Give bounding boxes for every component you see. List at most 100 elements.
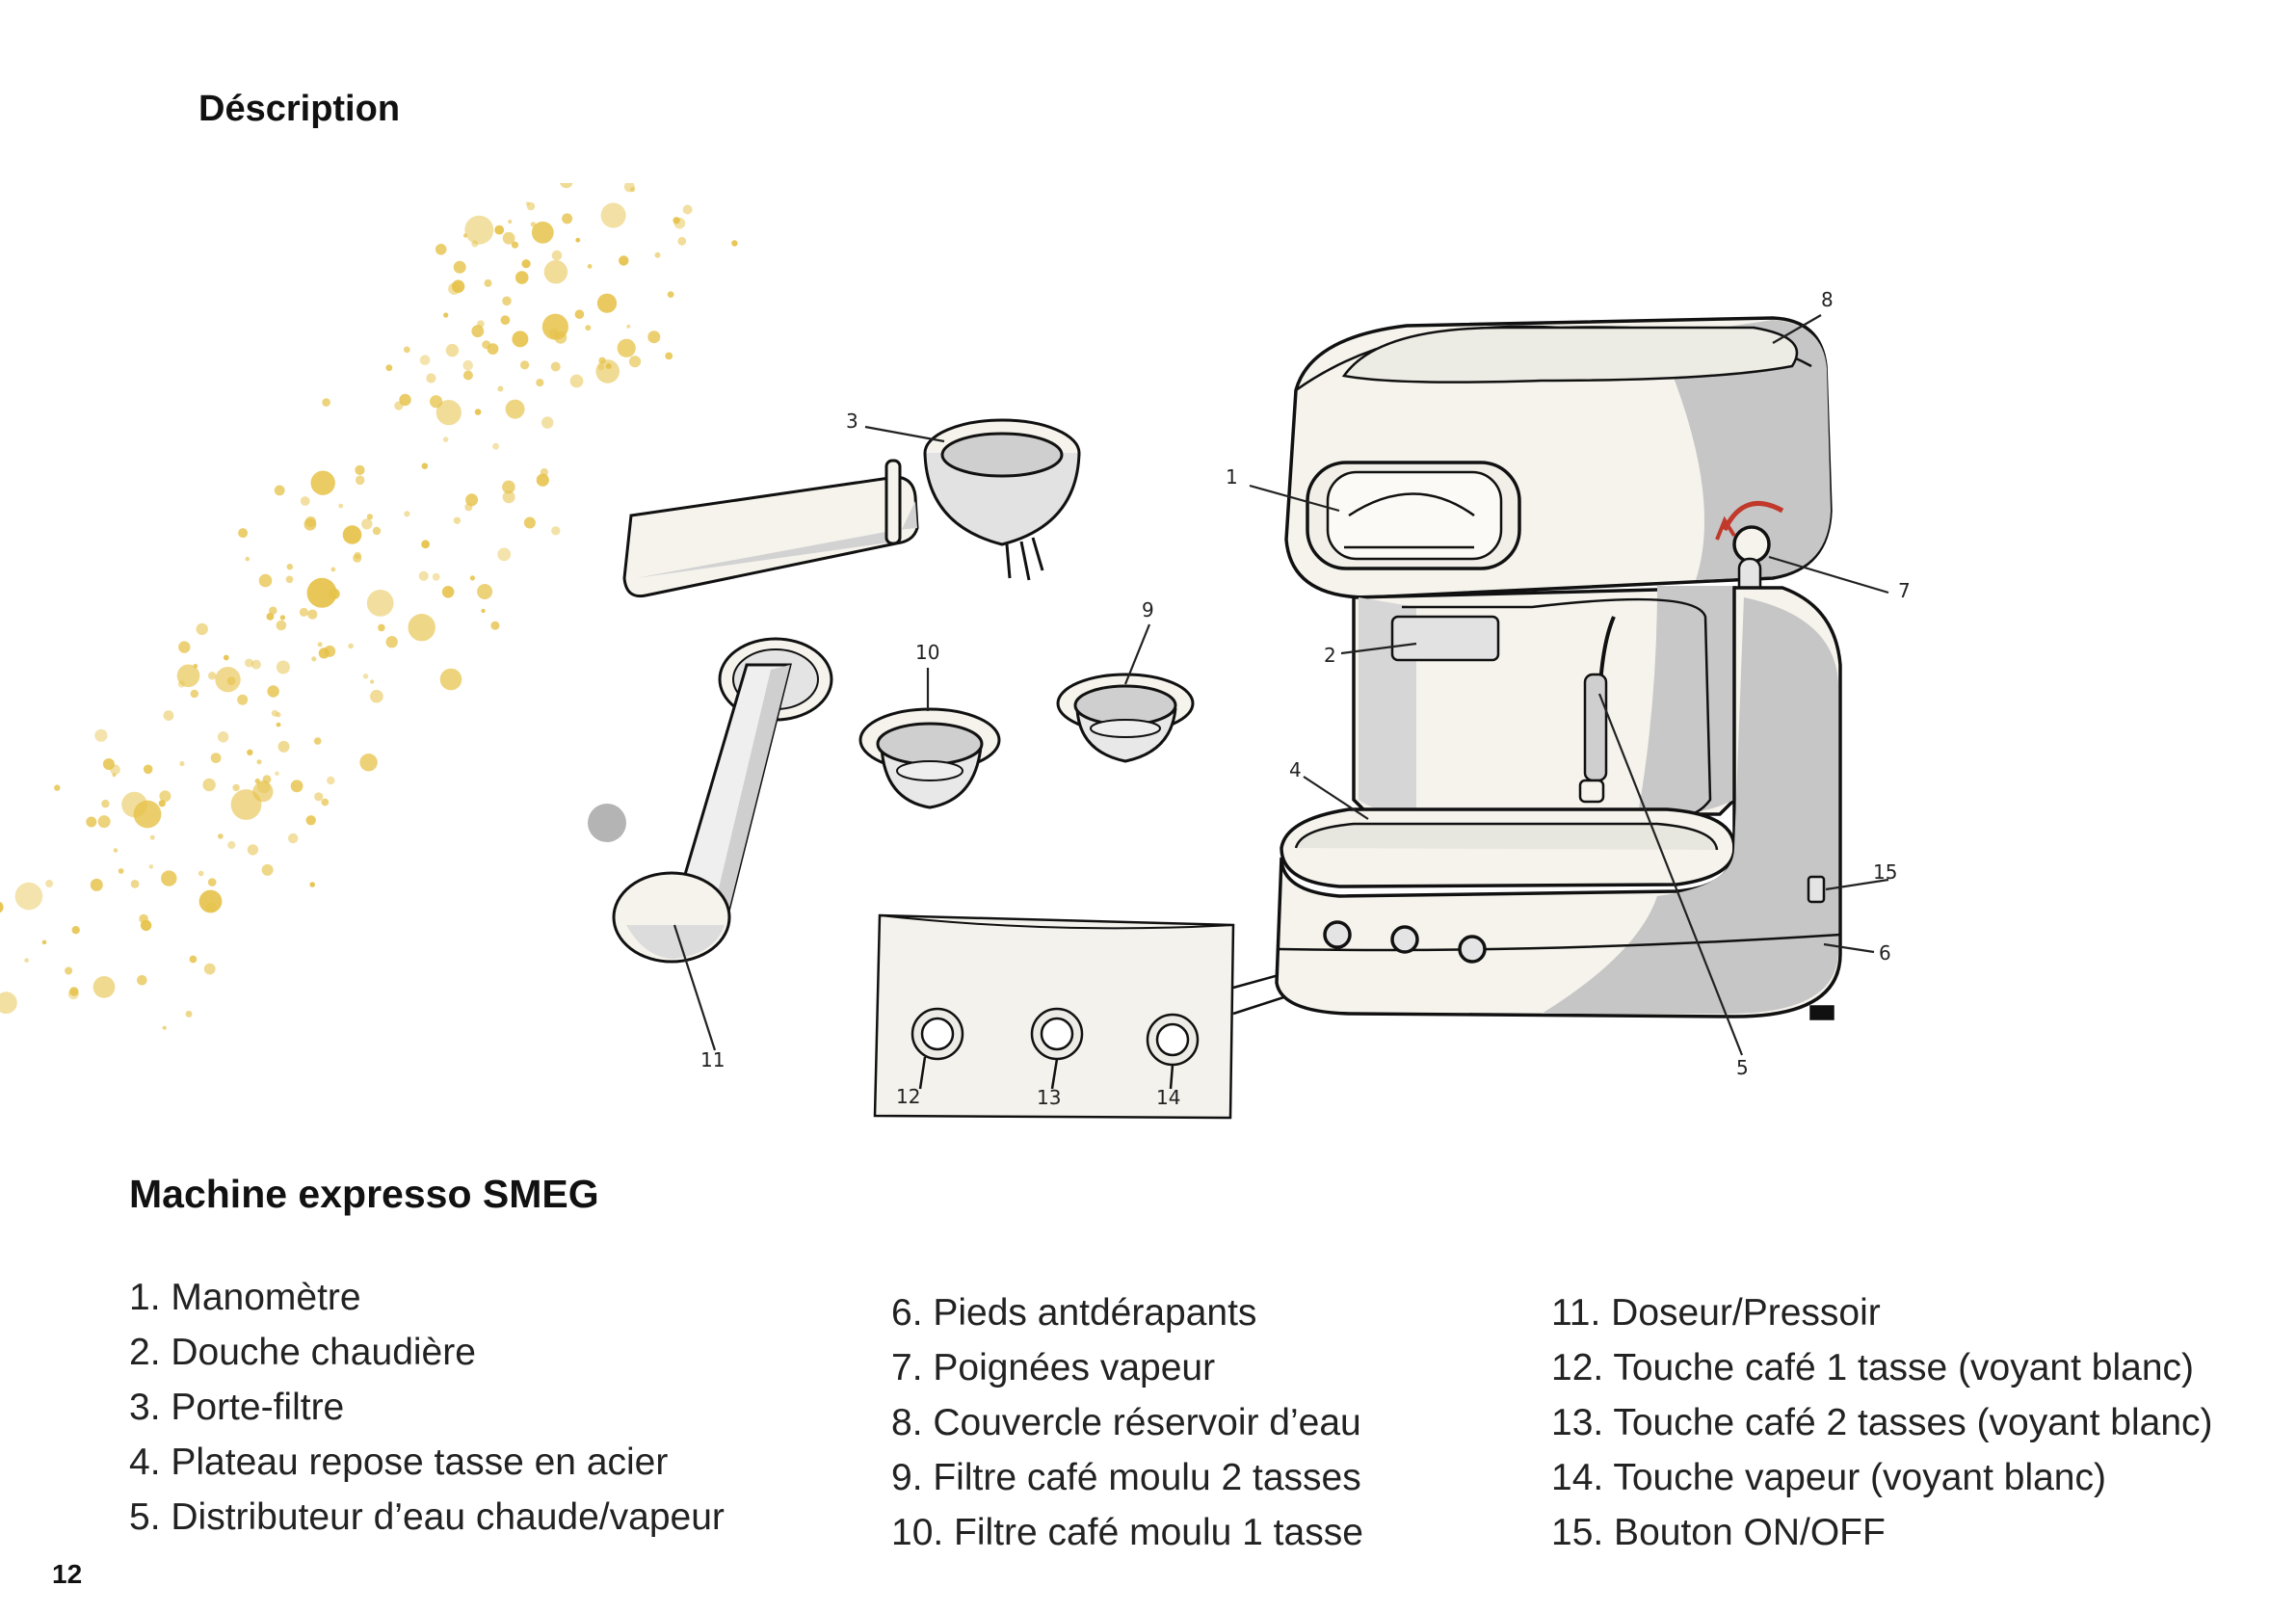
splash-dot bbox=[490, 621, 500, 630]
callout-3: 3 bbox=[846, 410, 858, 433]
splash-dot bbox=[290, 780, 303, 793]
splash-dot bbox=[279, 615, 286, 621]
splash-dot bbox=[148, 864, 154, 869]
splash-dot bbox=[92, 976, 116, 998]
splash-dot bbox=[426, 373, 436, 383]
splash-dot bbox=[372, 526, 382, 536]
splash-dot bbox=[215, 667, 241, 693]
splash-dot bbox=[560, 183, 573, 189]
callout-15: 15 bbox=[1873, 860, 1897, 884]
splash-dot bbox=[277, 740, 290, 753]
parts-list-column-1: 1. Manomètre 2. Douche chaudière 3. Port… bbox=[129, 1270, 725, 1545]
splash-dot bbox=[575, 237, 581, 243]
splash-dot bbox=[276, 722, 281, 727]
splash-dot bbox=[619, 255, 629, 266]
splash-dot bbox=[394, 401, 404, 410]
splash-dot bbox=[543, 260, 568, 284]
splash-dot bbox=[462, 359, 474, 371]
splash-dot bbox=[477, 584, 493, 599]
splash-dot bbox=[628, 356, 642, 368]
callout-5: 5 bbox=[1736, 1056, 1749, 1079]
part-item: 9. Filtre café moulu 2 tasses bbox=[891, 1457, 1361, 1498]
splash-dot bbox=[306, 577, 337, 608]
splash-dot bbox=[179, 760, 185, 767]
splash-dot bbox=[133, 800, 162, 829]
splash-dot bbox=[502, 480, 515, 494]
splash-dot bbox=[232, 783, 240, 792]
callout-11: 11 bbox=[700, 1048, 725, 1071]
callout-14: 14 bbox=[1156, 1086, 1180, 1109]
splash-dot bbox=[673, 217, 686, 229]
portafilter-drawing bbox=[622, 418, 1081, 598]
splash-dot bbox=[385, 636, 398, 648]
splash-dot bbox=[536, 379, 544, 387]
splash-dot bbox=[465, 493, 479, 507]
splash-dot bbox=[342, 525, 362, 544]
splash-dot bbox=[521, 259, 531, 269]
splash-dot bbox=[441, 586, 455, 598]
splash-dot bbox=[276, 620, 287, 631]
splash-dot bbox=[317, 642, 323, 648]
splash-dot bbox=[523, 516, 536, 529]
splash-dot bbox=[149, 834, 155, 840]
callout-7: 7 bbox=[1898, 579, 1911, 602]
splash-dot bbox=[626, 324, 631, 329]
splash-dot bbox=[207, 878, 217, 886]
section-title: Déscription bbox=[198, 89, 401, 129]
splash-dot bbox=[286, 564, 293, 570]
splash-dot bbox=[549, 328, 560, 339]
splash-dot bbox=[159, 790, 172, 803]
splash-dot bbox=[266, 613, 275, 621]
splash-dot bbox=[110, 764, 120, 775]
splash-dot bbox=[654, 251, 661, 258]
splash-dot bbox=[305, 815, 316, 826]
callout-numbers: 1 2 3 4 5 6 7 8 9 10 11 12 13 14 15 bbox=[700, 288, 1911, 1109]
splash-dot bbox=[408, 614, 435, 642]
splash-dot bbox=[245, 658, 253, 668]
part-item: 3. Porte-filtre bbox=[129, 1387, 345, 1428]
splash-dot bbox=[271, 709, 278, 717]
splash-dot bbox=[274, 485, 285, 496]
splash-dot bbox=[667, 291, 674, 298]
splash-dot bbox=[140, 919, 152, 932]
splash-dot bbox=[492, 442, 499, 450]
splash-dot bbox=[118, 868, 124, 874]
splash-dot bbox=[245, 556, 251, 562]
splash-dot bbox=[90, 878, 103, 891]
splash-dot bbox=[595, 359, 620, 383]
splash-dot bbox=[54, 784, 61, 791]
splash-dot bbox=[536, 473, 549, 487]
splash-dot bbox=[185, 1010, 193, 1018]
callout-10: 10 bbox=[915, 641, 939, 664]
splash-dot bbox=[508, 219, 513, 225]
splash-dot bbox=[361, 518, 373, 530]
splash-dot bbox=[445, 343, 460, 357]
splash-dot bbox=[262, 775, 272, 784]
splash-dot bbox=[551, 250, 563, 261]
splash-dot bbox=[574, 309, 585, 319]
splash-dot bbox=[288, 833, 299, 844]
splash-dot bbox=[193, 663, 198, 669]
splash-dot bbox=[0, 901, 4, 913]
splash-dot bbox=[218, 833, 224, 839]
splash-dot bbox=[502, 296, 512, 306]
espresso-machine-illustration: 1 2 3 4 5 6 7 8 9 10 11 12 13 14 15 bbox=[0, 183, 1911, 1120]
callout-9: 9 bbox=[1142, 598, 1154, 621]
splash-dot bbox=[0, 992, 17, 1015]
decorative-dot bbox=[588, 804, 626, 842]
splash-dot bbox=[304, 516, 317, 528]
splash-dot bbox=[378, 623, 385, 632]
parts-list-column-3: 11. Doseur/Pressoir 12. Touche café 1 ta… bbox=[1551, 1285, 2213, 1560]
splash-dot bbox=[24, 958, 29, 963]
splash-dot bbox=[362, 674, 369, 679]
splash-dot bbox=[418, 570, 429, 581]
part-item: 4. Plateau repose tasse en acier bbox=[129, 1441, 669, 1483]
splash-dot bbox=[453, 260, 466, 274]
splash-dot bbox=[474, 409, 482, 415]
splash-dot bbox=[86, 816, 97, 828]
part-item: 5. Distributeur d’eau chaude/vapeur bbox=[129, 1496, 725, 1538]
part-item: 1. Manomètre bbox=[129, 1277, 361, 1318]
part-item: 7. Poignées vapeur bbox=[891, 1347, 1216, 1388]
splash-dot bbox=[210, 753, 222, 763]
splash-dot bbox=[300, 496, 310, 506]
